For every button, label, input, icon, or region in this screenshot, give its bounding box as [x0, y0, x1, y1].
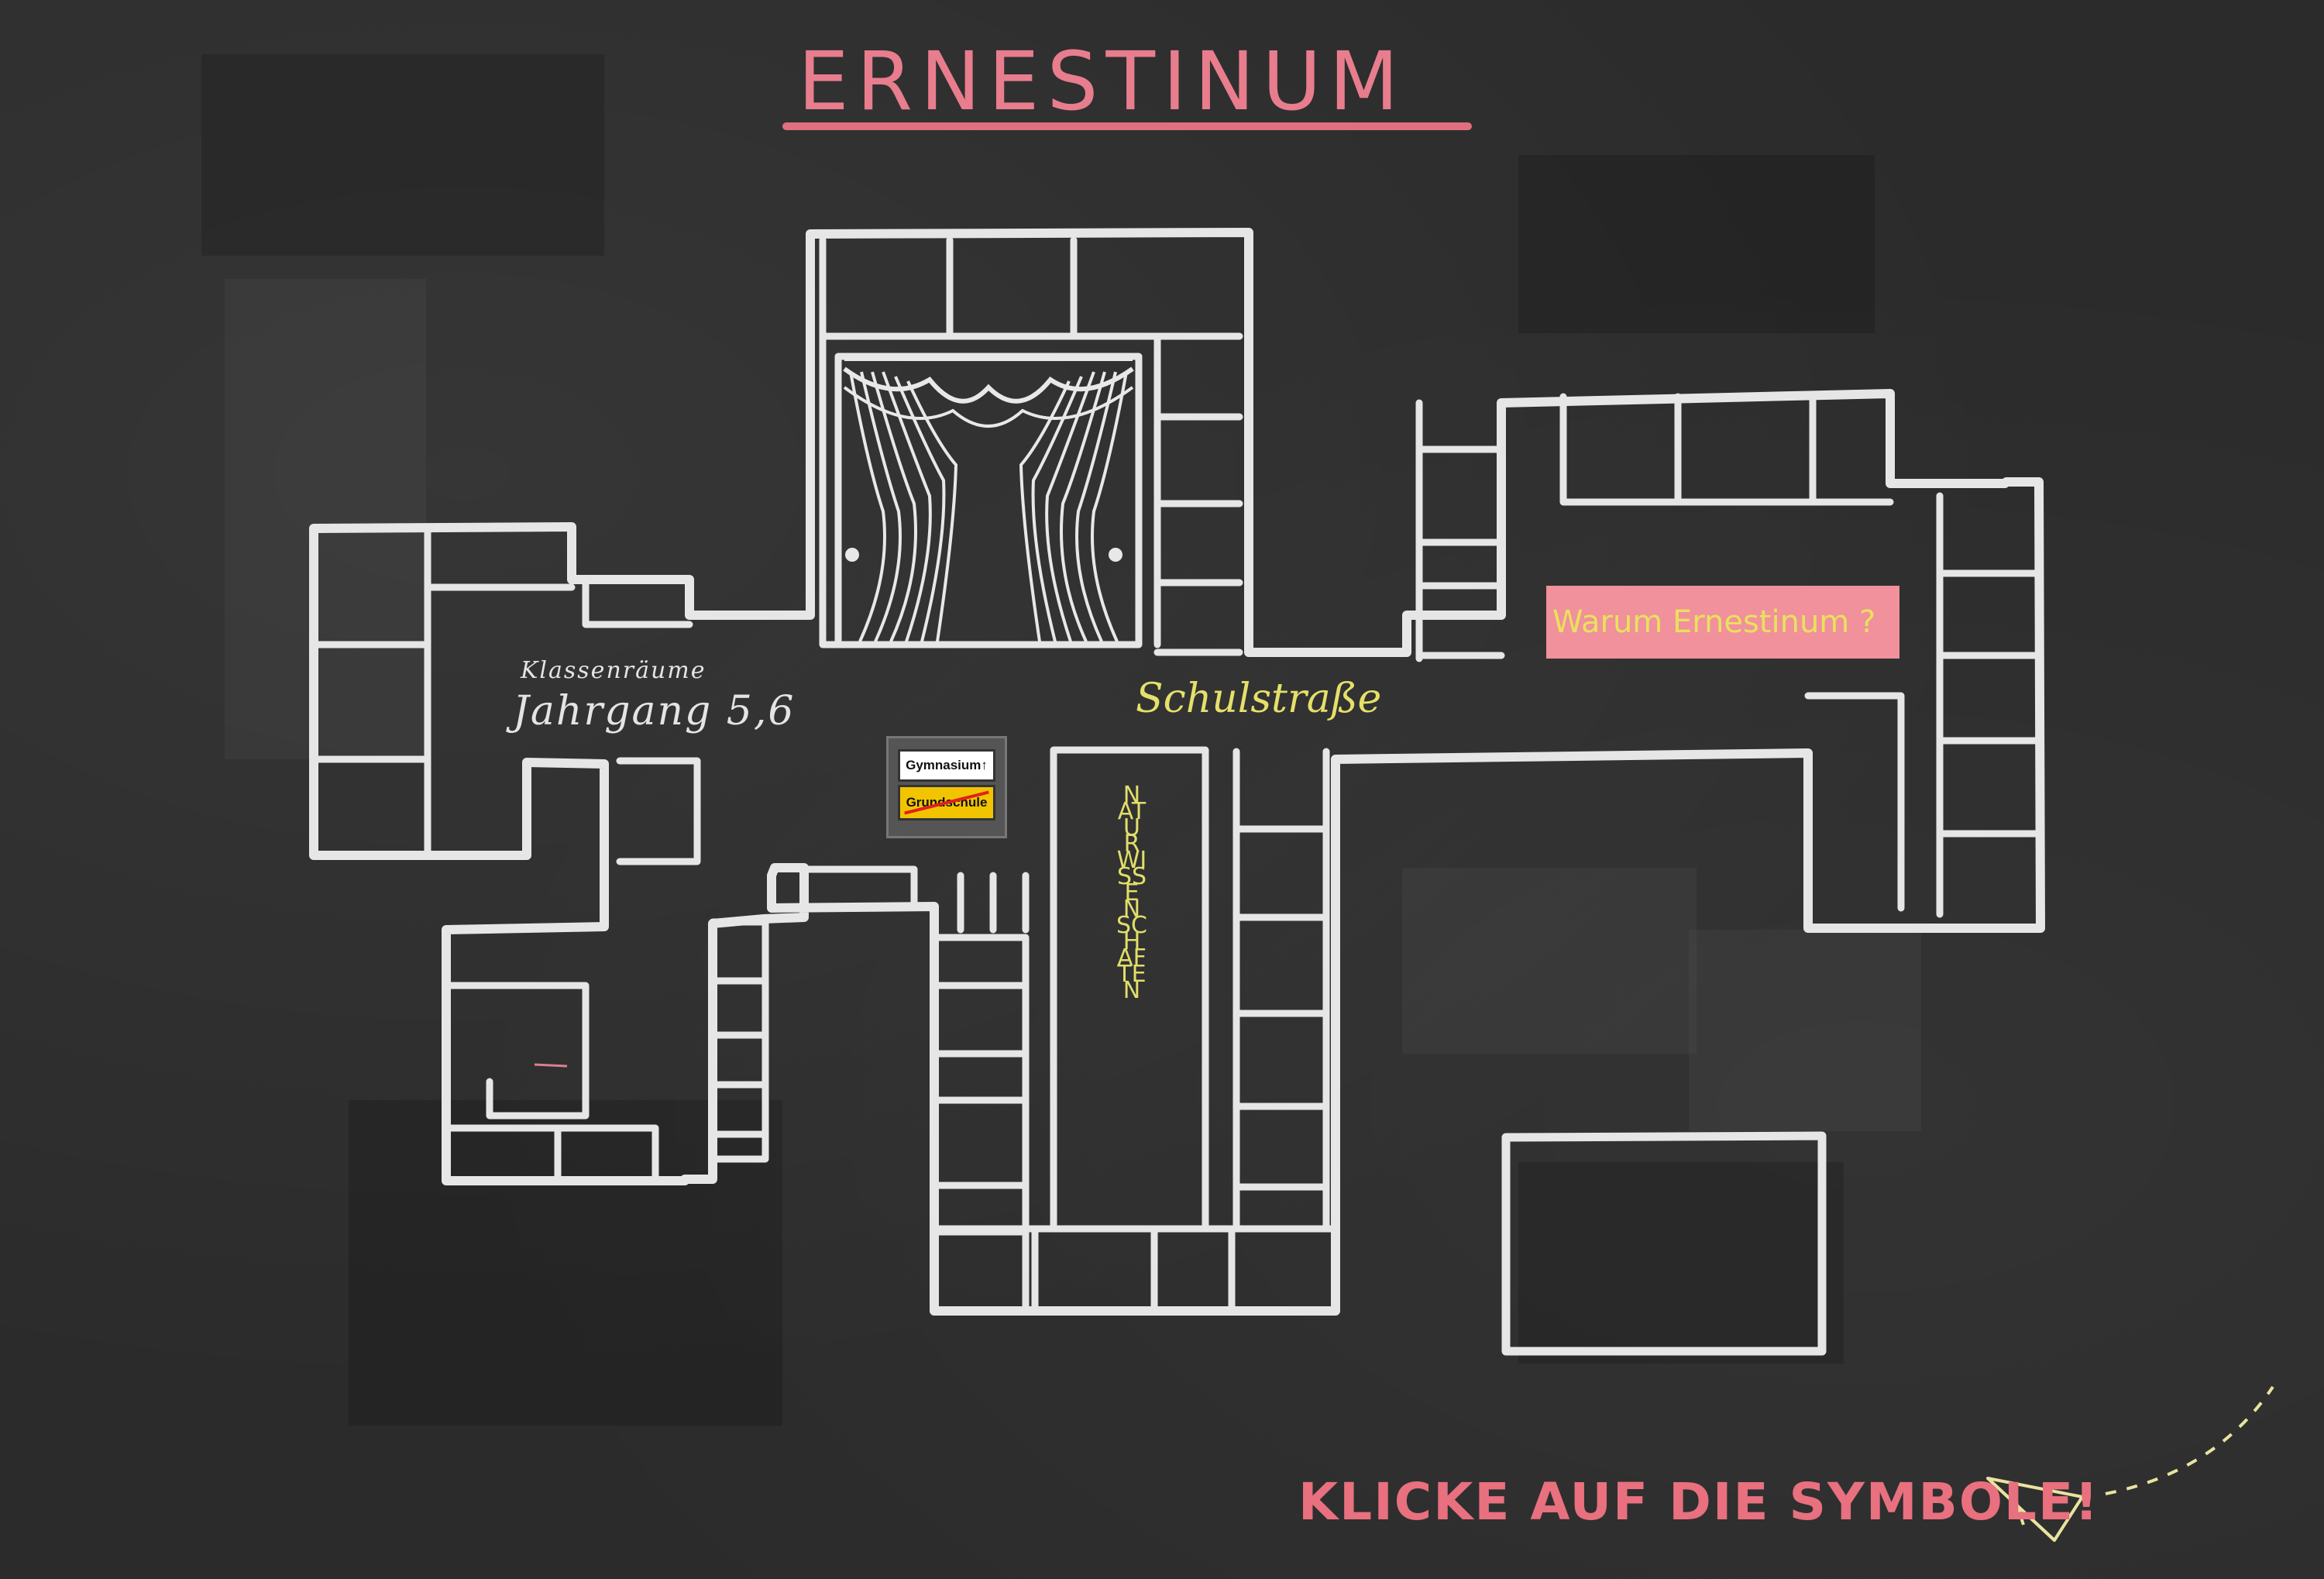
- arrow-up-icon: ↑: [981, 758, 988, 772]
- curtain-stage-icon[interactable]: [843, 358, 1134, 642]
- plane-trail: [2105, 1385, 2274, 1495]
- classrooms-label-small: Klassenräume: [521, 657, 706, 684]
- sign-grundschule: Grundschule: [898, 785, 995, 820]
- school-street-label: Schulstraße: [1136, 676, 1382, 722]
- classrooms-label-large: Jahrgang 5,6: [513, 688, 796, 734]
- science-wing-label: NATURWISSENSCHAFTEN: [1116, 782, 1147, 1004]
- click-symbols-hint: KLICKE AUF DIE SYMBOLE!: [1298, 1472, 2100, 1532]
- why-ernestinum-button[interactable]: Warum Ernestinum ?: [1546, 586, 1899, 659]
- detached-building: [1501, 1131, 1827, 1356]
- left-wing-rooms: [310, 526, 918, 1185]
- sign-gymnasium-text: Gymnasium: [906, 758, 982, 772]
- title-underline: [782, 122, 1472, 130]
- science-wing-rooms: [930, 746, 1339, 1315]
- left-wing-outline: [309, 228, 2045, 1316]
- road-sign-icon[interactable]: Gymnasium↑ Grundschule: [886, 736, 1007, 838]
- board-patch: [201, 54, 604, 256]
- board-patch: [1518, 155, 1875, 333]
- paper-plane-icon[interactable]: [1986, 1477, 2084, 1542]
- stage-block-rooms: [819, 236, 1243, 656]
- page-title: ERNESTINUM: [798, 34, 1407, 129]
- sign-gymnasium: Gymnasium↑: [898, 749, 995, 782]
- board-patch: [1518, 1162, 1844, 1364]
- right-wing-rooms: [1415, 393, 2043, 918]
